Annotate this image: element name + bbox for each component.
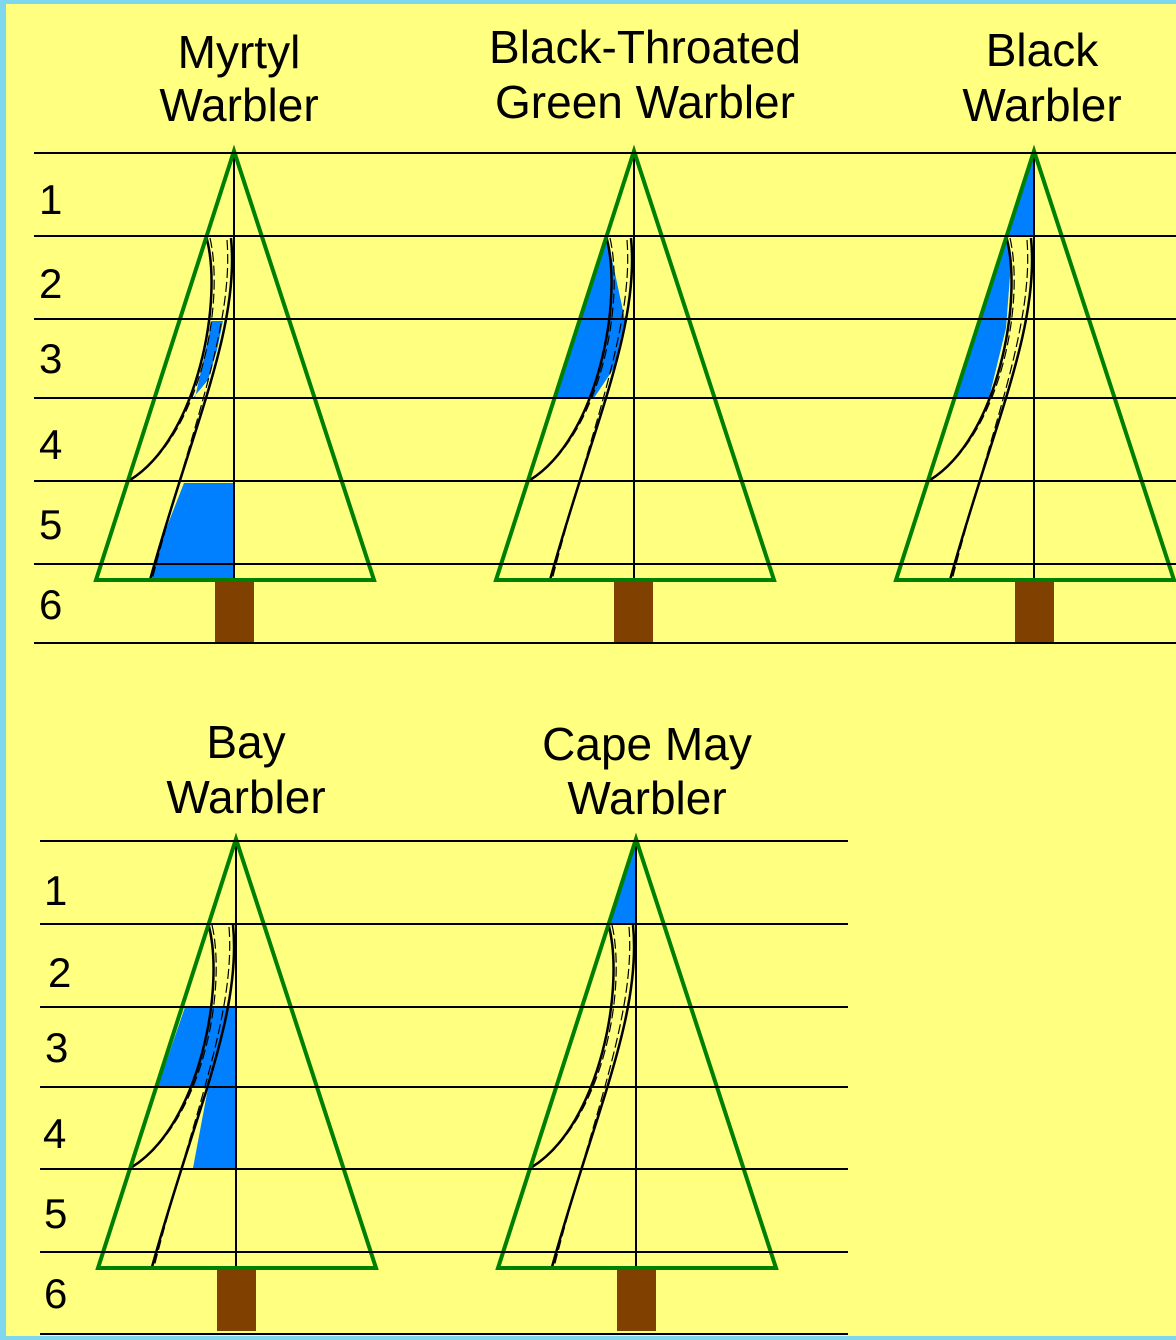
branch-outline bbox=[151, 239, 229, 581]
zone-label-6: 6 bbox=[39, 581, 62, 628]
branch-outline bbox=[129, 235, 213, 482]
tree-myrtyl-warbler bbox=[93, 144, 377, 643]
trunk bbox=[614, 580, 653, 643]
branch-outline bbox=[948, 237, 1034, 581]
trunk bbox=[1015, 580, 1054, 643]
branch-outline bbox=[131, 922, 215, 1169]
tree-outline bbox=[95, 832, 379, 1270]
tree-title-myrtyl-line2: Warbler bbox=[159, 79, 318, 131]
branch-outline bbox=[933, 237, 1015, 479]
tree-black-throated-green-warbler bbox=[493, 144, 777, 643]
branch-outline bbox=[153, 926, 231, 1268]
zone-label-1: 1 bbox=[39, 176, 62, 223]
tree-title-btg-line1: Black-Throated bbox=[489, 21, 801, 73]
tree-title-capemay-line2: Warbler bbox=[567, 772, 726, 824]
branch-outline bbox=[553, 926, 631, 1268]
diagram-background: Myrtyl Warbler Black-Throated Green Warb… bbox=[6, 4, 1176, 1336]
tree-title-bay-line2: Warbler bbox=[166, 771, 325, 823]
trunk bbox=[217, 1268, 256, 1331]
zone-lines bbox=[34, 152, 1176, 644]
tree-title-capemay-line1: Cape May bbox=[542, 718, 752, 770]
zone-label-6: 6 bbox=[44, 1270, 67, 1317]
row-2: Bay Warbler Cape May Warbler 1 2 3 4 5 6 bbox=[40, 716, 848, 1335]
zone-label-5: 5 bbox=[44, 1190, 67, 1237]
trunk bbox=[617, 1268, 656, 1331]
row-1: Myrtyl Warbler Black-Throated Green Warb… bbox=[34, 21, 1176, 644]
tree-title-black-line2: Warbler bbox=[962, 79, 1121, 131]
tree-outline bbox=[493, 144, 777, 582]
branch-outline bbox=[548, 237, 634, 581]
branch-outline bbox=[133, 237, 215, 479]
tree-title-bay-line1: Bay bbox=[206, 716, 285, 768]
zone-lines bbox=[40, 840, 848, 1335]
branch-outline bbox=[529, 235, 613, 482]
tree-outline bbox=[893, 144, 1176, 582]
feeding-zone-fill bbox=[158, 1007, 236, 1086]
tree-outline bbox=[93, 144, 377, 582]
branch-outline bbox=[531, 922, 615, 1169]
branch-outline bbox=[550, 924, 636, 1268]
zone-label-5: 5 bbox=[39, 501, 62, 548]
branch-outline bbox=[148, 237, 234, 581]
zone-label-4: 4 bbox=[39, 421, 62, 468]
tree-title-btg-line2: Green Warbler bbox=[495, 76, 795, 128]
tree-title-myrtyl-line1: Myrtyl bbox=[178, 26, 301, 78]
feeding-zone-fill bbox=[193, 1088, 236, 1168]
branch-outline bbox=[929, 235, 1013, 482]
feeding-zone-fill bbox=[556, 236, 625, 398]
branch-outline bbox=[535, 924, 617, 1166]
branch-outline bbox=[951, 239, 1029, 581]
tree-title-black-line1: Black bbox=[986, 24, 1099, 76]
zone-label-4: 4 bbox=[43, 1110, 66, 1157]
zone-label-3: 3 bbox=[39, 335, 62, 382]
branch-outline bbox=[135, 924, 217, 1166]
tree-bay-warbler bbox=[95, 832, 379, 1331]
warbler-feeding-zones-diagram: Myrtyl Warbler Black-Throated Green Warb… bbox=[34, 21, 1176, 1335]
zone-label-2: 2 bbox=[39, 260, 62, 307]
branch-outline bbox=[551, 239, 629, 581]
feeding-zone-fill bbox=[193, 321, 223, 398]
tree-cape-may-warbler bbox=[495, 832, 779, 1331]
tree-outline bbox=[495, 832, 779, 1270]
trunk bbox=[215, 580, 254, 643]
branch-outline bbox=[533, 237, 615, 479]
branch-outline bbox=[150, 924, 236, 1268]
zone-label-2: 2 bbox=[48, 949, 71, 996]
zone-label-3: 3 bbox=[45, 1024, 68, 1071]
feeding-zone-fill bbox=[150, 483, 234, 580]
zone-label-1: 1 bbox=[44, 867, 67, 914]
